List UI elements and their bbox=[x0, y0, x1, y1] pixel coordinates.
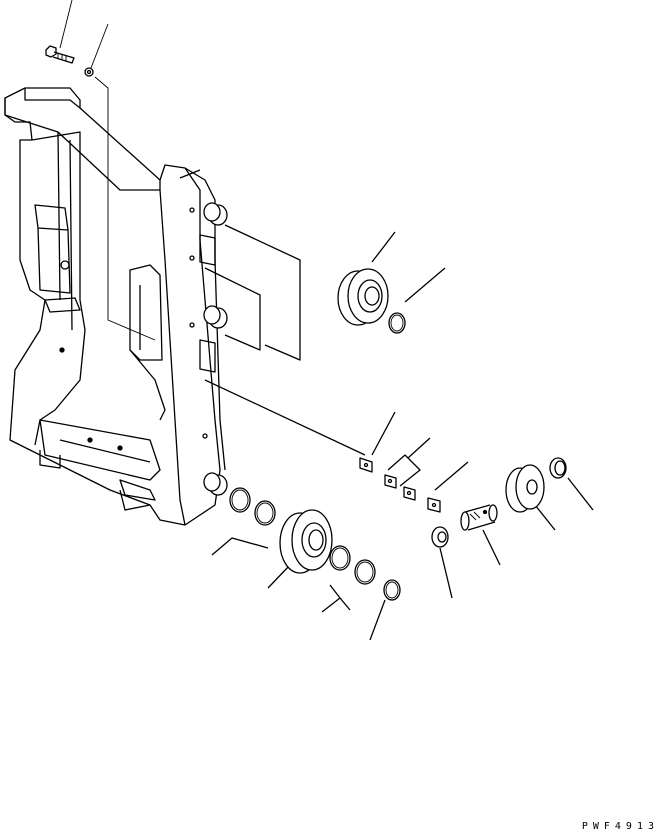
side-roller bbox=[431, 457, 567, 548]
roller-upper bbox=[337, 268, 389, 326]
washer bbox=[84, 23, 156, 341]
roller-lower bbox=[229, 487, 401, 601]
shims bbox=[359, 457, 441, 513]
carriage-frame bbox=[4, 87, 228, 526]
bolt bbox=[45, 0, 75, 64]
leader-lines bbox=[204, 224, 594, 641]
snap-ring-upper bbox=[388, 312, 406, 334]
drawing-code: PWF4913 bbox=[581, 821, 659, 832]
